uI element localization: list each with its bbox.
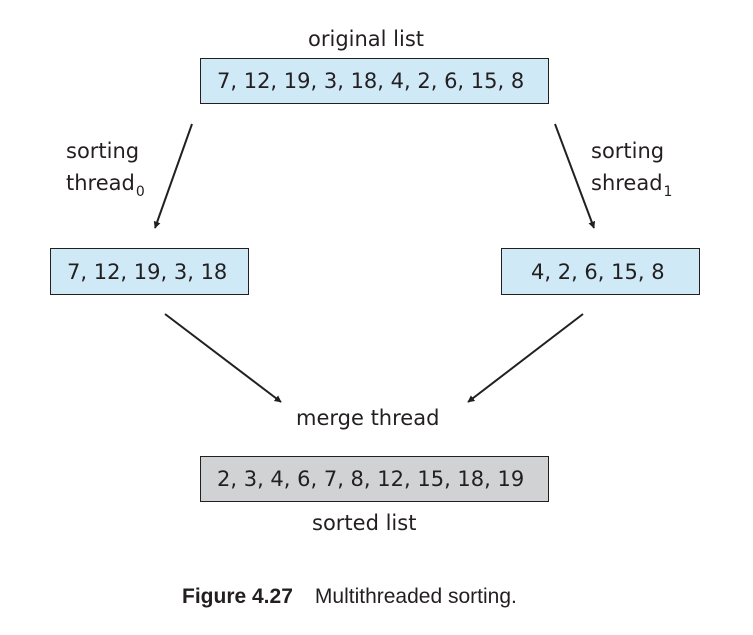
- left-sublist-box: 7, 12, 19, 3, 18: [50, 248, 249, 295]
- arrow-to-right-thread: [554, 123, 596, 229]
- thread-label-left-subscript: 0: [135, 184, 145, 200]
- figure-caption: Figure 4.27 Multithreaded sorting.: [182, 584, 517, 610]
- thread-label-left-text: thread: [66, 171, 135, 195]
- thread-label-right-subscript: 1: [663, 184, 673, 200]
- sorted-list-label: sorted list: [312, 511, 417, 535]
- sorted-list-box: 2, 3, 4, 6, 7, 8, 12, 15, 18, 19: [200, 456, 549, 502]
- right-sublist-box: 4, 2, 6, 15, 8: [501, 248, 700, 295]
- original-list-label: original list: [308, 27, 425, 51]
- original-list-box: 7, 12, 19, 3, 18, 4, 2, 6, 15, 8: [200, 58, 549, 104]
- thread-label-right: shread1: [591, 170, 673, 200]
- thread-label-left: thread0: [66, 170, 145, 200]
- sorting-label-left: sorting: [66, 139, 140, 163]
- figure-number: Figure 4.27: [182, 585, 293, 608]
- arrow-right-to-merge: [467, 313, 584, 403]
- merge-thread-label: merge thread: [296, 406, 440, 430]
- arrow-to-left-thread: [153, 123, 193, 229]
- sorting-label-right: sorting: [591, 139, 665, 163]
- arrow-left-to-merge: [164, 313, 282, 403]
- thread-label-right-text: shread: [591, 171, 663, 195]
- figure-title: Multithreaded sorting.: [314, 585, 517, 608]
